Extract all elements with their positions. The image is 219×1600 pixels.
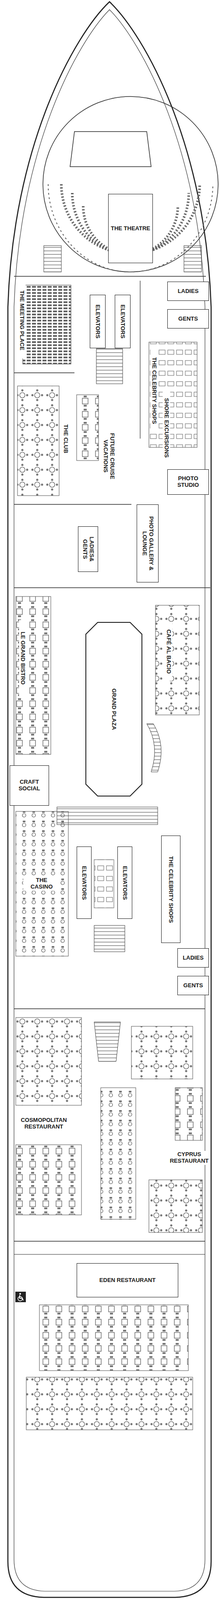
room-box: LADIES [177, 946, 209, 967]
plaza-area: GRAND PLAZA [85, 621, 143, 796]
area-label: GRAND PLAZA [110, 623, 118, 793]
room-box: ELEVATORS [117, 845, 133, 918]
room-box: THE CELEBRITY SHOPS [161, 834, 181, 942]
area-label: COSMOPOLITAN RESTAURANT [14, 1115, 74, 1130]
room-box: GENTS [177, 974, 209, 994]
room-box: EDEN RESTAURANT [76, 1261, 179, 1296]
area-label: THE THEATRE [110, 225, 151, 232]
room-box: THE THEATRE [108, 193, 153, 263]
room-box: ELEVATORS [76, 845, 92, 918]
area-label: SHORE EXCURSIONS [162, 386, 171, 468]
area-label: LADIES& GENTS [81, 528, 95, 569]
area-label: PHOTO STUDIO [169, 474, 207, 488]
area-label: ELEVATORS [121, 847, 129, 915]
area-label: THE CELEBRITY SHOPS [167, 837, 175, 940]
room-box: ELEVATORS [114, 294, 131, 348]
area-label: CAFÉ AL BACIO [165, 621, 173, 680]
area-label: LADIES [169, 287, 207, 295]
area-label: LADIES [179, 953, 207, 961]
room-box: PHOTO GALLERY & LOUNGE [136, 503, 159, 582]
area-label: THE MEETING PLACE [18, 281, 26, 358]
area-label: LE GRAND BISTRO [19, 618, 27, 696]
room-box: LADIES [167, 281, 209, 301]
room-box: ELEVATORS [89, 294, 106, 348]
area-label: THE CASINO [23, 875, 61, 890]
area-label: THE CELEBRITY SHOPS [150, 347, 159, 433]
area-label: GENTS [179, 981, 207, 988]
area-label: CYPRUS RESTAURANT [168, 1149, 210, 1164]
area-label: THE CLUB [62, 415, 70, 461]
room-box: PHOTO STUDIO [167, 468, 209, 495]
area-label: PHOTO GALLERY & LOUNGE [141, 506, 155, 580]
room-box: CRAFT SOCIAL [9, 764, 50, 805]
area-label: ELEVATORS [81, 847, 88, 915]
area-label: ELEVATORS [94, 296, 102, 346]
wheelchair-symbol [15, 1289, 26, 1301]
area-label: ELEVATORS [119, 296, 127, 346]
area-label: CRAFT SOCIAL [11, 777, 47, 792]
area-label: FUTURE CRUISE VACATIONS [101, 428, 116, 483]
room-box: GENTS [167, 308, 209, 329]
area-label: GENTS [169, 315, 207, 322]
area-label: EDEN RESTAURANT [78, 1275, 177, 1283]
room-box: LADIES& GENTS [77, 525, 99, 572]
